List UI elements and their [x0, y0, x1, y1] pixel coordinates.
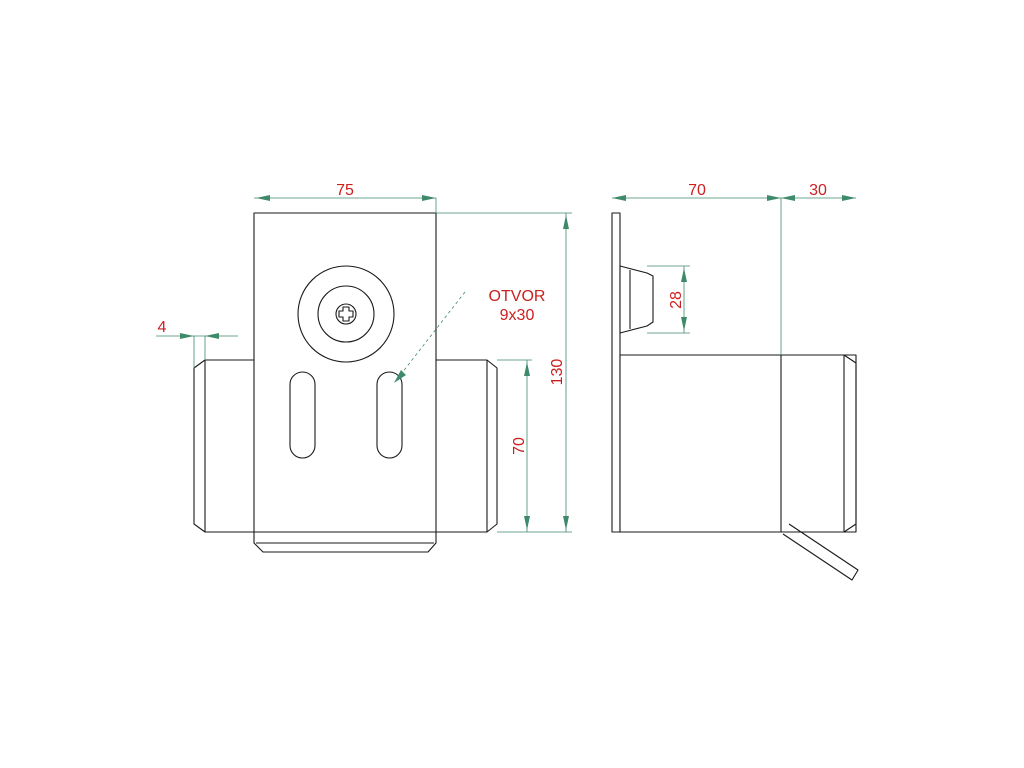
front-view: 75 4 OTVOR 9x30 130 70 [156, 182, 572, 553]
dim-bracket-height-label: 28 [668, 291, 685, 309]
hole-leader-line [397, 291, 466, 379]
arrow-depth-left [612, 195, 626, 201]
side-wall [611, 212, 621, 533]
washer-outer [297, 265, 395, 363]
arrow-total-height-top [563, 215, 569, 229]
left-flange [193, 359, 254, 533]
dim-total-height-label: 130 [549, 359, 566, 386]
screw-head [335, 303, 357, 325]
side-view: 70 30 28 [611, 182, 859, 581]
slot-hole-left [289, 371, 316, 459]
arrow-offset-right [205, 333, 219, 339]
arrow-lower-height-bottom [524, 516, 530, 530]
phillips-cross-icon [338, 306, 354, 322]
dim-flange-label: 30 [809, 182, 827, 199]
side-bracket [619, 265, 654, 334]
arrow-flange-right [842, 195, 856, 201]
side-tail [782, 523, 859, 581]
arrow-bracket-top [681, 268, 687, 282]
main-plate [253, 212, 437, 533]
hole-label-line2: 9x30 [500, 307, 535, 324]
arrow-offset-left [180, 333, 194, 339]
arrow-hole-leader [394, 370, 406, 383]
arrow-lower-height-top [524, 362, 530, 376]
arrow-flange-left [781, 195, 795, 201]
bottom-lip [253, 532, 437, 553]
dim-offset-label: 4 [158, 319, 167, 336]
hole-label-line1: OTVOR [489, 288, 546, 305]
side-body [619, 354, 857, 533]
dim-lower-height-label: 70 [511, 437, 528, 455]
dim-width-label: 75 [336, 182, 354, 199]
arrow-depth-right [767, 195, 781, 201]
arrow-width-right [422, 195, 436, 201]
side-body-end-chamfer [843, 354, 857, 533]
arrow-width-left [256, 195, 270, 201]
washer-inner [317, 285, 375, 343]
slot-hole-right [376, 371, 403, 459]
dim-depth-label: 70 [688, 182, 706, 199]
arrow-total-height-bottom [563, 516, 569, 530]
arrow-bracket-bottom [681, 317, 687, 331]
right-flange [436, 359, 498, 533]
